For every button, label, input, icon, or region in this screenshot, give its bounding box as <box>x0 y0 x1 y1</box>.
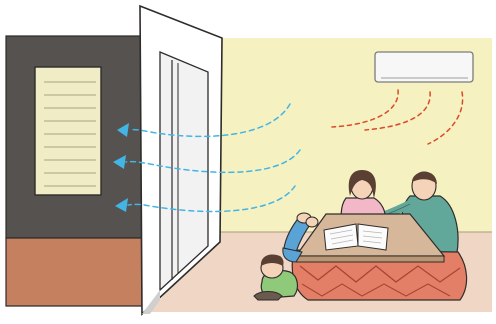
air-conditioner-icon <box>375 52 473 82</box>
left-room-floor <box>6 238 142 306</box>
open-book-icon <box>324 224 388 250</box>
window-blind-icon <box>35 67 101 195</box>
